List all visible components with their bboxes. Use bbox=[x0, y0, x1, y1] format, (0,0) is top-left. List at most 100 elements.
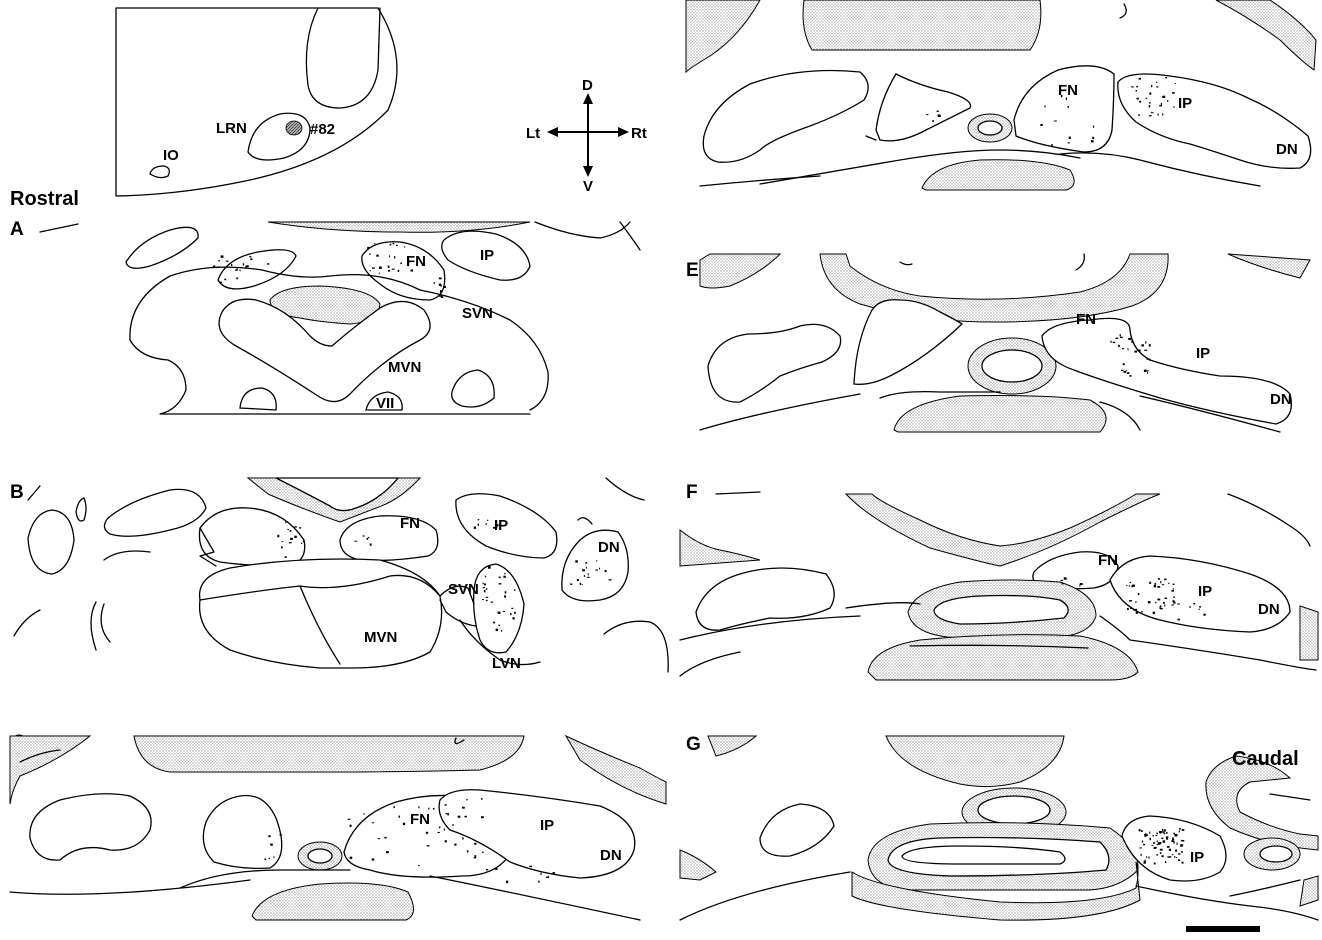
labeled-neuron-dot bbox=[277, 535, 279, 538]
labeled-neuron-dot bbox=[514, 589, 516, 590]
ventral-arrowhead bbox=[583, 166, 593, 177]
labeled-neuron-dot bbox=[290, 530, 292, 532]
io-nucleus bbox=[150, 166, 169, 178]
labeled-neuron-dot bbox=[217, 266, 220, 267]
labeled-neuron-dot bbox=[1061, 580, 1064, 581]
compass-left: Lt bbox=[526, 125, 540, 142]
labeled-neuron-dot bbox=[1068, 142, 1070, 143]
labeled-neuron-dot bbox=[1136, 612, 1138, 614]
labeled-neuron-dot bbox=[350, 825, 352, 827]
labeled-neuron-dot bbox=[1138, 593, 1140, 595]
panel-e-label: E bbox=[686, 260, 699, 281]
labeled-neuron-dot bbox=[1175, 83, 1176, 84]
labeled-neuron-dot bbox=[1141, 611, 1142, 612]
labeled-neuron-dot bbox=[426, 832, 428, 834]
labeled-neuron-dot bbox=[388, 266, 390, 268]
labeled-neuron-dot bbox=[1180, 844, 1183, 845]
labeled-neuron-dot bbox=[433, 808, 435, 810]
labeled-neuron-dot bbox=[294, 526, 296, 527]
labeled-neuron-dot bbox=[510, 613, 511, 615]
labeled-neuron-dot bbox=[1172, 92, 1175, 94]
labeled-neuron-dot bbox=[1160, 607, 1161, 609]
labeled-neuron-dot bbox=[474, 843, 476, 845]
labeled-neuron-dot bbox=[1155, 847, 1157, 848]
labeled-neuron-dot bbox=[1127, 372, 1130, 374]
labeled-neuron-dot bbox=[595, 570, 598, 571]
labeled-neuron-dot bbox=[1130, 607, 1132, 609]
labeled-neuron-dot bbox=[236, 278, 238, 280]
labeled-neuron-dot bbox=[1142, 841, 1143, 843]
labeled-neuron-dot bbox=[586, 567, 587, 569]
panel-b-label: B bbox=[10, 482, 24, 503]
labeled-neuron-dot bbox=[374, 243, 375, 244]
labeled-neuron-dot bbox=[368, 537, 369, 538]
labeled-neuron-dot bbox=[392, 269, 395, 270]
dorsal-arrowhead bbox=[583, 93, 593, 104]
labeled-neuron-dot bbox=[1147, 359, 1149, 360]
labeled-neuron-dot bbox=[1064, 577, 1067, 579]
panel-c: C FN IP DN bbox=[10, 732, 666, 920]
labeled-neuron-dot bbox=[605, 570, 607, 572]
labeled-neuron-dot bbox=[1120, 334, 1121, 336]
labeled-neuron-dot bbox=[379, 267, 382, 270]
labeled-neuron-dot bbox=[609, 579, 612, 580]
labeled-neuron-dot bbox=[1079, 584, 1080, 586]
labeled-neuron-dot bbox=[1129, 375, 1132, 376]
panel-b-dn-label: DN bbox=[598, 539, 620, 556]
labeled-neuron-dot bbox=[1165, 861, 1166, 863]
labeled-neuron-dot bbox=[514, 612, 516, 614]
labeled-neuron-dot bbox=[267, 263, 269, 265]
labeled-neuron-dot bbox=[441, 284, 442, 286]
labeled-neuron-dot bbox=[1134, 351, 1137, 353]
labeled-neuron-dot bbox=[1141, 854, 1142, 856]
labeled-neuron-dot bbox=[1156, 82, 1157, 83]
labeled-neuron-dot bbox=[499, 583, 502, 584]
labeled-neuron-dot bbox=[1153, 612, 1156, 615]
labeled-neuron-dot bbox=[1154, 863, 1156, 865]
panel-c-dn-label: DN bbox=[600, 847, 622, 864]
labeled-neuron-dot bbox=[299, 527, 301, 529]
labeled-neuron-dot bbox=[1139, 78, 1142, 80]
labeled-neuron-dot bbox=[355, 541, 358, 542]
labeled-neuron-dot bbox=[1174, 856, 1175, 858]
compass-right: Rt bbox=[631, 125, 647, 142]
labeled-neuron-dot bbox=[1136, 90, 1137, 92]
labeled-neuron-dot bbox=[384, 837, 387, 839]
labeled-neuron-dot bbox=[493, 527, 495, 529]
cerebellar-peduncle bbox=[306, 8, 380, 108]
labeled-neuron-dot bbox=[220, 282, 222, 283]
labeled-neuron-dot bbox=[485, 576, 486, 578]
labeled-neuron-dot bbox=[269, 858, 270, 859]
labeled-neuron-dot bbox=[279, 834, 282, 835]
labeled-neuron-dot bbox=[270, 844, 273, 846]
labeled-neuron-dot bbox=[1158, 114, 1159, 116]
labeled-neuron-dot bbox=[446, 813, 448, 814]
labeled-neuron-dot bbox=[1069, 137, 1071, 139]
labeled-neuron-dot bbox=[1152, 845, 1154, 846]
labeled-neuron-dot bbox=[1118, 345, 1120, 347]
labeled-neuron-dot bbox=[1164, 833, 1166, 834]
labeled-neuron-dot bbox=[1121, 370, 1124, 371]
labeled-neuron-dot bbox=[484, 590, 486, 593]
labeled-neuron-dot bbox=[478, 524, 479, 526]
labeled-neuron-dot bbox=[1159, 831, 1162, 833]
labeled-neuron-dot bbox=[1149, 582, 1151, 584]
labeled-neuron-dot bbox=[596, 560, 597, 561]
labeled-neuron-dot bbox=[1156, 835, 1158, 836]
labeled-neuron-dot bbox=[350, 857, 353, 859]
labeled-neuron-dot bbox=[577, 579, 579, 581]
panel-c-ip-label: IP bbox=[540, 817, 554, 834]
labeled-neuron-dot bbox=[1156, 833, 1158, 835]
labeled-neuron-dot bbox=[1179, 830, 1180, 832]
labeled-neuron-dot bbox=[587, 577, 590, 578]
labeled-neuron-dot bbox=[1178, 619, 1180, 621]
labeled-neuron-dot bbox=[439, 284, 441, 286]
labeled-neuron-dot bbox=[1139, 101, 1141, 103]
labeled-neuron-dot bbox=[1145, 834, 1148, 836]
labeled-neuron-dot bbox=[1166, 836, 1169, 838]
labeled-neuron-dot bbox=[394, 806, 395, 808]
labeled-neuron-dot bbox=[1199, 606, 1201, 608]
labeled-neuron-dot bbox=[1126, 370, 1127, 371]
labeled-neuron-dot bbox=[250, 258, 252, 260]
labeled-neuron-dot bbox=[538, 881, 539, 883]
